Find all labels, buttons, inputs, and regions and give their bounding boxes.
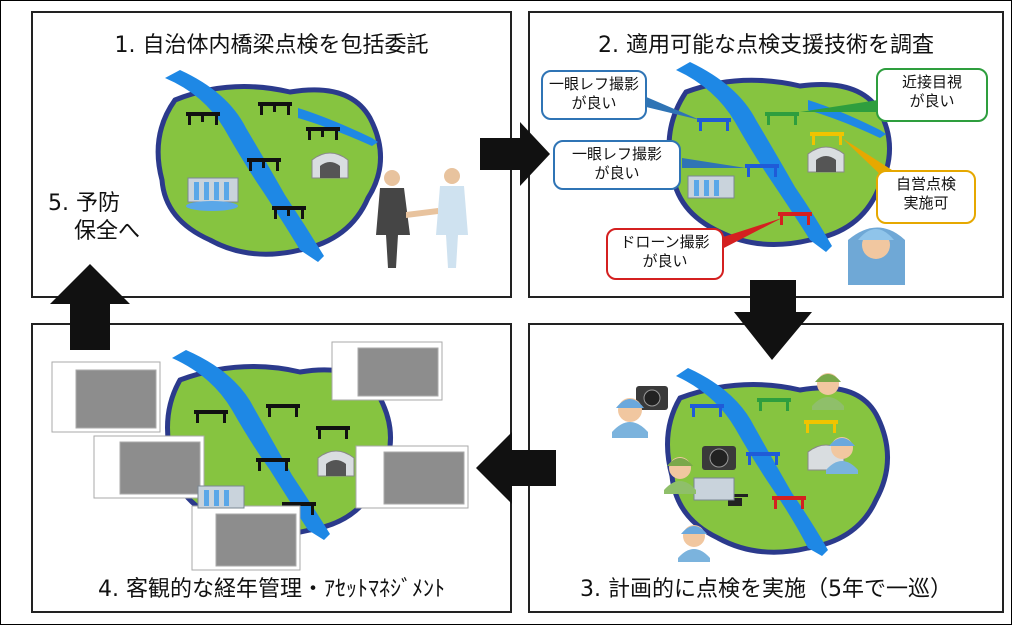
bridge-green (757, 398, 791, 411)
dam-icon (687, 175, 735, 199)
bridge-red (778, 212, 812, 225)
arrow-down-icon (734, 280, 812, 360)
arrow-up-icon (50, 264, 130, 350)
tunnel-icon (317, 450, 355, 477)
callout-line-1: ドローン撮影 (620, 233, 710, 251)
bridge-blue-2 (746, 452, 780, 465)
callout-drone-photo: ドローン撮影 が良い (606, 228, 724, 280)
bridge-yellow (804, 420, 838, 433)
handshake-people-icon (376, 168, 468, 268)
callout-slr-photo-top: 一眼レフ撮影 が良い (541, 70, 647, 120)
panel-1-title: 1. 自治体内橋梁点検を包括委託 (114, 33, 429, 58)
arrow-left-icon (476, 432, 556, 504)
tunnel-icon (311, 152, 349, 179)
bridge-blue-1 (697, 118, 731, 131)
callout-line-2: が良い (909, 92, 955, 110)
inspector-icons (612, 373, 858, 562)
callout-line-1: 近接目視 (901, 73, 962, 91)
callout-line-2: が良い (642, 252, 688, 270)
drone-icon (722, 494, 748, 506)
bridge-green (765, 112, 799, 125)
software-screenshot-icons (51, 341, 469, 571)
step-5-line-2: 保全へ (74, 219, 141, 244)
callout-line-1: 一眼レフ撮影 (548, 75, 639, 93)
callout-self-inspection: 自営点検 実施可 (876, 170, 976, 224)
panel-3-title: 3. 計画的に点検を実施（5年で一巡） (580, 577, 952, 602)
step-5-label: 5. 予防 保全へ (48, 190, 140, 246)
callout-line-1: 自営点検 (895, 175, 956, 193)
bridge-icons (186, 102, 340, 219)
panel-2-title: 2. 適用可能な点検支援技術を調査 (598, 33, 934, 58)
arrow-right-icon (480, 122, 550, 186)
bridge-blue (690, 404, 724, 417)
callout-line-2: が良い (594, 164, 640, 182)
camera-icon (636, 386, 736, 470)
callout-slr-photo-middle: 一眼レフ撮影 が良い (553, 140, 681, 190)
callout-line-1: 一眼レフ撮影 (571, 145, 662, 163)
bridge-yellow (810, 132, 844, 145)
callout-line-2: 実施可 (903, 194, 949, 212)
bridge-red (772, 496, 806, 509)
step-5-line-1: 5. 予防 (48, 191, 120, 216)
dam-icon (186, 177, 239, 211)
panel-4-title: 4. 客観的な経年管理・ｱｾｯﾄﾏﾈｼﾞﾒﾝﾄ (98, 577, 445, 602)
bridge-blue-2 (745, 164, 779, 177)
dam-icon (197, 485, 245, 509)
inspector-icon (848, 227, 905, 285)
river (165, 70, 324, 262)
tunnel-icon (807, 146, 845, 173)
callout-close-visual: 近接目視 が良い (876, 68, 988, 122)
callout-line-2: が良い (571, 94, 617, 112)
